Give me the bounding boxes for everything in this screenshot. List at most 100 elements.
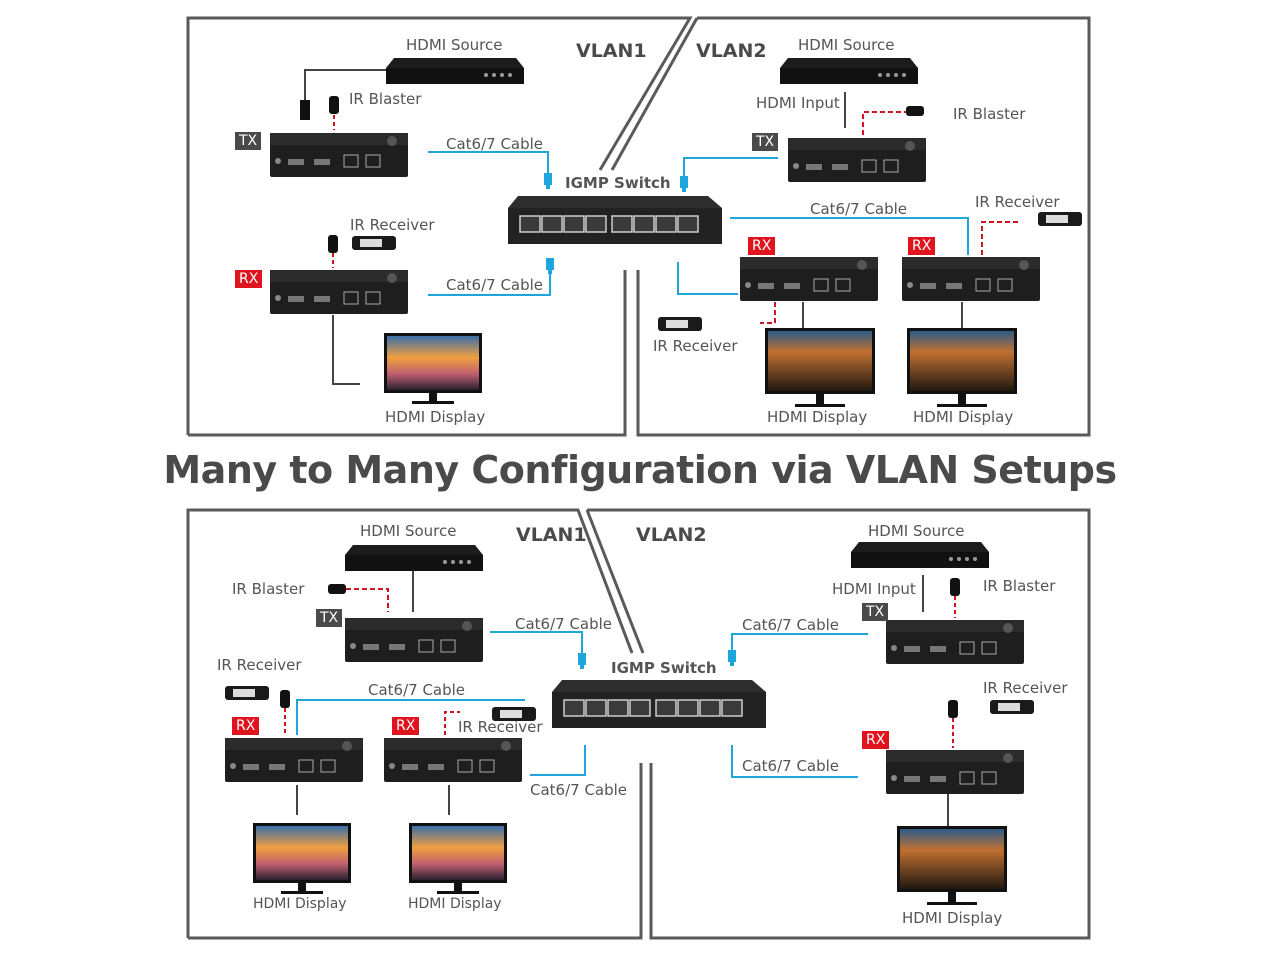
top-igmp-switch: [507, 195, 723, 245]
top-panel-borders: [186, 16, 1091, 437]
bottom-igmp-switch: [551, 679, 767, 729]
bottom-vlan1-rx-box-b: [383, 737, 523, 783]
bottom-vlan2-ir-blaster: [950, 578, 960, 596]
top-vlan1-rx-switch-plug: [546, 258, 554, 274]
bottom-vlan2-border: [587, 508, 1091, 940]
bottom-vlan1-rx-badge-a: RX: [232, 717, 260, 735]
top-vlan1-remote: [352, 236, 396, 250]
top-vlan2-tx-badge: TX: [752, 133, 779, 151]
bottom-vlan2-hdmi-display: [897, 826, 1007, 905]
top-vlan1-cable-rx-label: Cat6/7 Cable: [446, 276, 544, 294]
top-vlan2-source-label: HDMI Source: [798, 36, 895, 54]
top-vlan1-hdmi-display: [384, 333, 482, 404]
top-vlan2-display-b-label: HDMI Display: [913, 408, 1014, 426]
top-vlan1-ir-receiver: [328, 235, 338, 253]
bottom-vlan2-source-label: HDMI Source: [868, 522, 965, 540]
bottom-vlan2-hdmi-source: [851, 542, 989, 568]
bottom-vlan2-tx-badge: TX: [862, 603, 889, 621]
bottom-vlan2-diagonal: [585, 509, 645, 654]
top-vlan2-rx-badge-b: RX: [908, 237, 936, 255]
top-vlan2-ir-blaster: [906, 106, 924, 116]
top-vlan1-ir-blaster-label: IR Blaster: [349, 90, 422, 108]
top-vlan2-label: VLAN2: [696, 40, 767, 62]
bottom-vlan1-ir-blaster-wire: [346, 588, 389, 612]
bottom-vlan1-hdmi-source: [345, 545, 483, 571]
top-vlan1-tx-box: [269, 132, 409, 178]
bottom-vlan1-border-bottom: [188, 763, 643, 940]
bottom-vlan2-cable-rx-label: Cat6/7 Cable: [742, 757, 840, 775]
top-vlan2-ir-blaster-label: IR Blaster: [953, 105, 1026, 123]
top-vlan2-remote-a: [658, 317, 702, 331]
top-vlan1-ir-blaster: [329, 96, 339, 114]
top-switch-label: IGMP Switch: [565, 174, 671, 192]
top-vlan2-tx-box: [787, 137, 927, 183]
top-vlan1-ir-receiver-label: IR Receiver: [350, 216, 435, 234]
bottom-vlan1-cable-tx-label: Cat6/7 Cable: [515, 615, 613, 633]
top-vlan2-display-a-label: HDMI Display: [767, 408, 868, 426]
top-vlan2-rx-box-a: [739, 256, 879, 302]
top-vlan1-switch-plug: [544, 173, 552, 189]
top-vlan2-rx-badge-a: RX: [748, 237, 776, 255]
bottom-vlan2-rx-cable: [731, 745, 858, 778]
top-vlan2-ir-receiver-a-wire: [760, 302, 776, 324]
top-vlan2-hdmi-display-a: [765, 328, 875, 407]
bottom-vlan2-ir-blaster-label: IR Blaster: [983, 577, 1056, 595]
top-vlan2-ir-receiver-b-label: IR Receiver: [975, 193, 1060, 211]
bottom-vlan2-switch-plug: [728, 650, 736, 666]
bottom-vlan2-remote: [990, 700, 1034, 714]
top-vlan2-ir-receiver-a-label: IR Receiver: [653, 337, 738, 355]
bottom-vlan1-cable-rx-b: [530, 745, 586, 776]
bottom-panel-borders: [186, 508, 1091, 940]
bottom-vlan2-rx-badge: RX: [862, 731, 890, 749]
top-vlan2-hdmi-input-label: HDMI Input: [756, 94, 840, 112]
bottom-vlan2-display-label: HDMI Display: [902, 909, 1003, 927]
bottom-vlan1-cable-rx2-label: Cat6/7 Cable: [530, 781, 628, 799]
bottom-vlan1-ir-blaster: [328, 584, 346, 594]
top-vlan1-source-label: HDMI Source: [406, 36, 503, 54]
bottom-vlan1-cable-rx-label: Cat6/7 Cable: [368, 681, 466, 699]
top-vlan1-rx-box: [269, 269, 409, 315]
top-vlan2-diagonal: [610, 17, 699, 171]
bottom-vlan1-remote-a: [225, 686, 269, 700]
top-vlan1-cable-tx-label: Cat6/7 Cable: [446, 135, 544, 153]
top-vlan2-cable-rx-a: [677, 262, 738, 295]
top-vlan2-tx-cable: [683, 157, 778, 180]
bottom-vlan2-hdmi-input-label: HDMI Input: [832, 580, 916, 598]
bottom-vlan1-ir-receiver-b-label: IR Receiver: [458, 718, 543, 736]
top-vlan2-ir-blaster-wire: [862, 111, 906, 135]
top-vlan2-hdmi-display-b: [907, 328, 1017, 407]
bottom-vlan1-ir-receiver-a-label: IR Receiver: [217, 656, 302, 674]
bottom-switch-label: IGMP Switch: [611, 659, 717, 677]
bottom-vlan1-ir-receiver-a: [280, 690, 290, 708]
bottom-vlan1-display-b-label: HDMI Display: [408, 896, 502, 912]
bottom-vlan2-tx-cable: [731, 633, 868, 650]
top-vlan1-rx-badge: RX: [235, 270, 263, 288]
top-vlan1-hdmi-cable: [304, 69, 386, 100]
bottom-vlan2-ir-receiver: [948, 700, 958, 718]
top-vlan2-remote-b: [1038, 212, 1082, 226]
bottom-vlan2-rx-box: [885, 749, 1025, 795]
top-vlan1-display-label: HDMI Display: [385, 408, 486, 426]
top-vlan1-border-bottom: [188, 270, 627, 437]
top-vlan1-display-cable: [332, 315, 360, 385]
top-vlan2-cable-rx-b: [730, 217, 969, 255]
bottom-vlan2-tx-box: [885, 619, 1025, 665]
bottom-vlan1-hdmi-display-a: [253, 823, 351, 894]
bottom-vlan2-label: VLAN2: [636, 524, 707, 546]
bottom-vlan1-switch-plug: [578, 653, 586, 669]
bottom-vlan1-rx-box-a: [224, 737, 364, 783]
top-vlan2-border: [636, 16, 1091, 437]
bottom-vlan1-ir-receiver-b-wire: [444, 711, 460, 735]
bottom-vlan1-tx-cable: [490, 631, 583, 655]
top-vlan1-rx-cable: [428, 270, 551, 296]
bottom-vlan1-source-label: HDMI Source: [360, 522, 457, 540]
bottom-vlan2-cable-tx-label: Cat6/7 Cable: [742, 616, 840, 634]
bottom-vlan1-label: VLAN1: [516, 524, 587, 546]
bottom-vlan1-hdmi-display-b: [409, 823, 507, 894]
top-vlan2-switch-plug: [680, 176, 688, 192]
bottom-vlan2-ir-receiver-label: IR Receiver: [983, 679, 1068, 697]
top-vlan1-tx-badge: TX: [235, 132, 262, 150]
top-vlan2-cable-label: Cat6/7 Cable: [810, 200, 908, 218]
page-title: Many to Many Configuration via VLAN Setu…: [163, 448, 1117, 492]
